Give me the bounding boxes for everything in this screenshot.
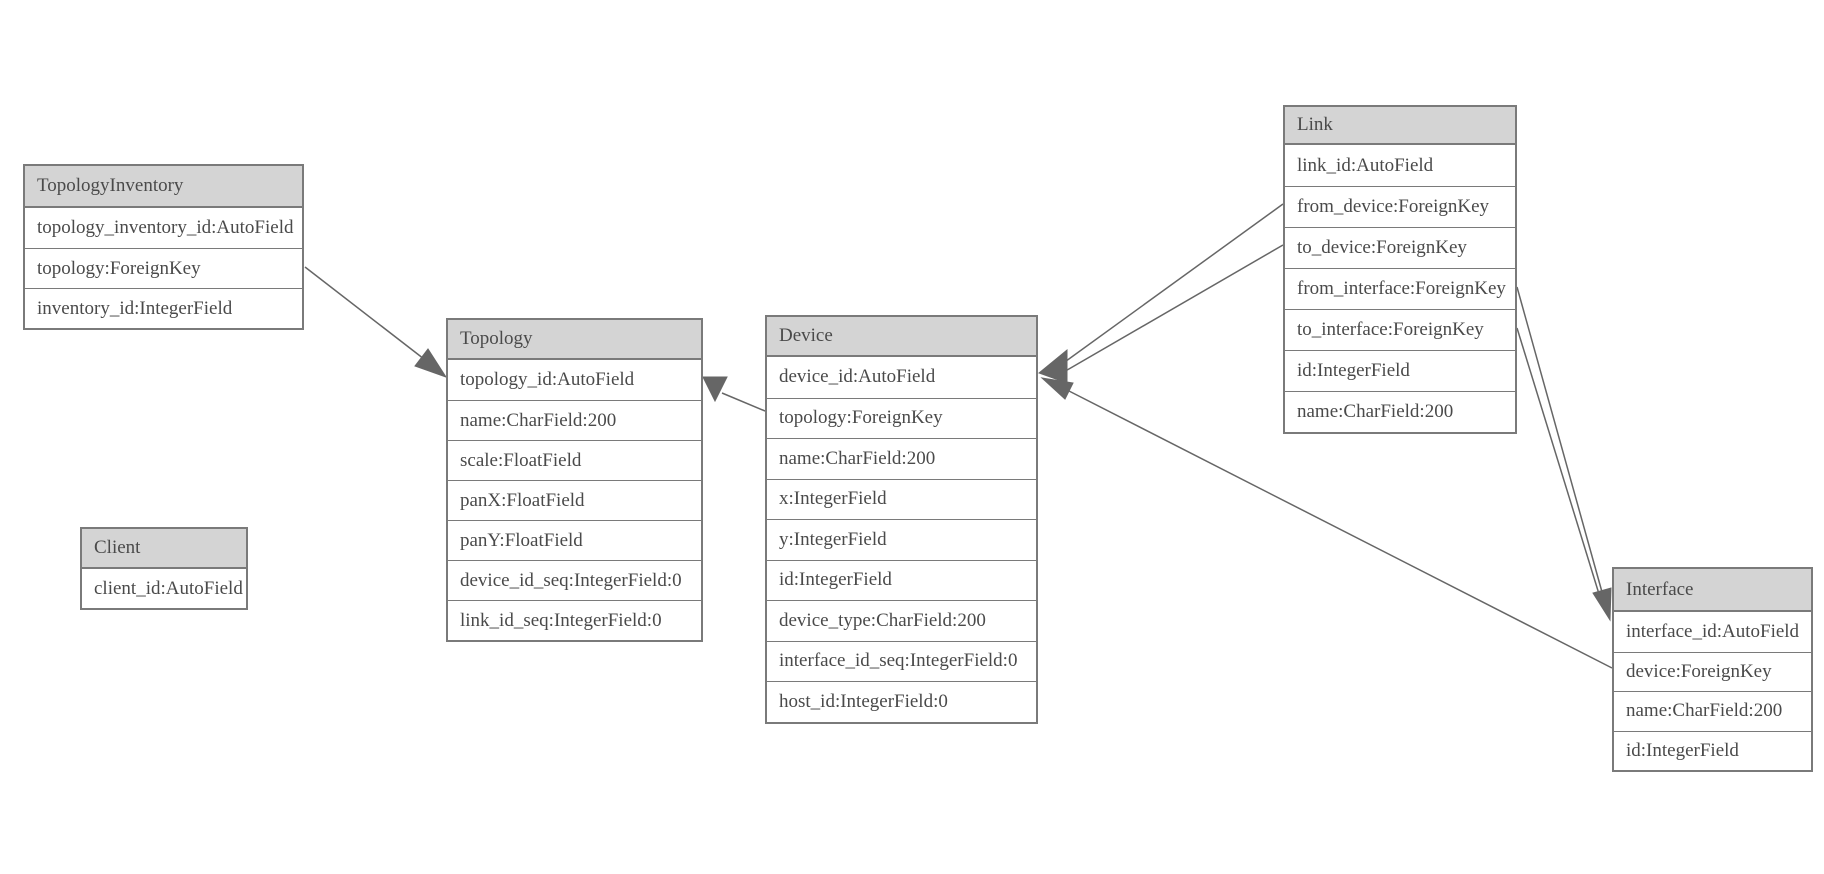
field-row: id:IntegerField — [767, 559, 1036, 600]
entity-title: Topology — [448, 320, 701, 360]
field-row: name:CharField:200 — [448, 400, 701, 440]
field-row: interface_id:AutoField — [1614, 612, 1811, 652]
field-row: to_device:ForeignKey — [1285, 227, 1515, 268]
field-row: panY:FloatField — [448, 520, 701, 560]
field-row: name:CharField:200 — [1614, 691, 1811, 731]
entity-title: TopologyInventory — [25, 166, 302, 208]
entity-title: Link — [1285, 107, 1515, 145]
field-row: device_id:AutoField — [767, 357, 1036, 398]
relationship-interface-device — [1068, 390, 1613, 669]
relationship-link-to-device-device — [1061, 244, 1284, 374]
field-row: panX:FloatField — [448, 480, 701, 520]
entity-title: Client — [82, 529, 246, 569]
field-row: scale:FloatField — [448, 440, 701, 480]
field-row: device_id_seq:IntegerField:0 — [448, 560, 701, 600]
arrowhead-into-topology-left — [414, 348, 448, 378]
field-row: inventory_id:IntegerField — [25, 288, 302, 328]
arrowhead-into-device-lower — [1040, 377, 1074, 400]
field-row: id:IntegerField — [1285, 350, 1515, 391]
field-row: name:CharField:200 — [1285, 391, 1515, 432]
field-row: topology:ForeignKey — [25, 248, 302, 288]
relationship-link-to-interface-interface — [1516, 327, 1600, 595]
field-row: client_id:AutoField — [82, 569, 246, 608]
field-row: device_type:CharField:200 — [767, 600, 1036, 641]
field-row: link_id_seq:IntegerField:0 — [448, 600, 701, 640]
arrowhead-into-interface — [1592, 587, 1612, 622]
field-row: id:IntegerField — [1614, 730, 1811, 770]
field-row: from_interface:ForeignKey — [1285, 268, 1515, 309]
field-row: topology_inventory_id:AutoField — [25, 208, 302, 248]
relationship-device-topology — [721, 392, 766, 412]
arrowhead-into-device-upper — [1038, 348, 1068, 384]
field-row: name:CharField:200 — [767, 438, 1036, 479]
field-row: topology_id:AutoField — [448, 360, 701, 400]
relationship-topologyinventory-topology — [304, 266, 425, 360]
relationship-link-from-interface-interface — [1516, 286, 1603, 593]
field-row: topology:ForeignKey — [767, 397, 1036, 438]
field-row: to_interface:ForeignKey — [1285, 309, 1515, 350]
field-row: x:IntegerField — [767, 478, 1036, 519]
entity-title: Device — [767, 317, 1036, 357]
field-row: link_id:AutoField — [1285, 145, 1515, 186]
field-row: y:IntegerField — [767, 519, 1036, 560]
entity-title: Interface — [1614, 569, 1811, 612]
field-row: from_device:ForeignKey — [1285, 186, 1515, 227]
field-row: device:ForeignKey — [1614, 651, 1811, 691]
arrowhead-into-topology-right — [702, 376, 728, 403]
relationship-link-from-device-device — [1061, 203, 1284, 365]
field-row: interface_id_seq:IntegerField:0 — [767, 640, 1036, 681]
field-row: host_id:IntegerField:0 — [767, 681, 1036, 722]
